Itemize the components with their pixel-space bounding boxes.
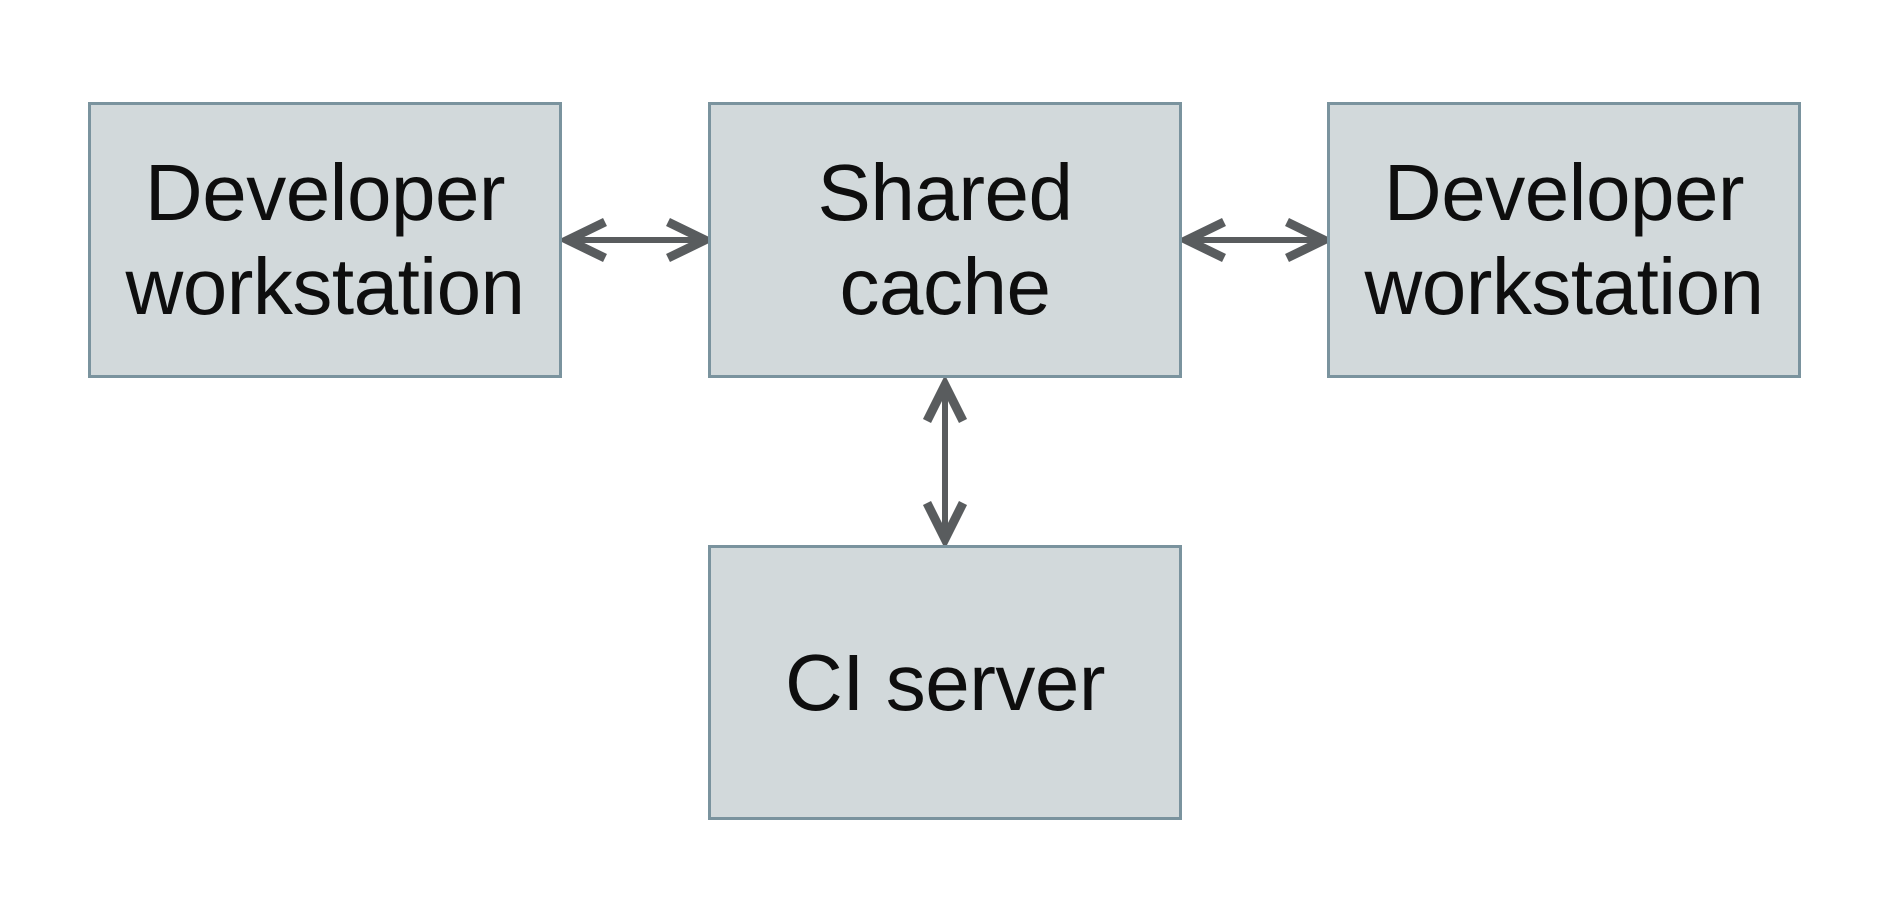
node-label: Developer workstation xyxy=(1364,148,1764,331)
edge-devleft-cache-bidirectional-arrow xyxy=(557,217,716,263)
node-shared-cache: Shared cache xyxy=(708,102,1182,378)
edge-cache-devright-bidirectional-arrow xyxy=(1176,217,1335,263)
node-label: Developer workstation xyxy=(125,148,525,331)
node-label: Shared cache xyxy=(817,148,1073,331)
node-label: CI server xyxy=(785,637,1106,727)
node-developer-workstation-left: Developer workstation xyxy=(88,102,562,378)
node-ci-server: CI server xyxy=(708,545,1182,820)
node-developer-workstation-right: Developer workstation xyxy=(1327,102,1801,378)
edge-cache-ciserver-bidirectional-arrow xyxy=(922,374,968,550)
